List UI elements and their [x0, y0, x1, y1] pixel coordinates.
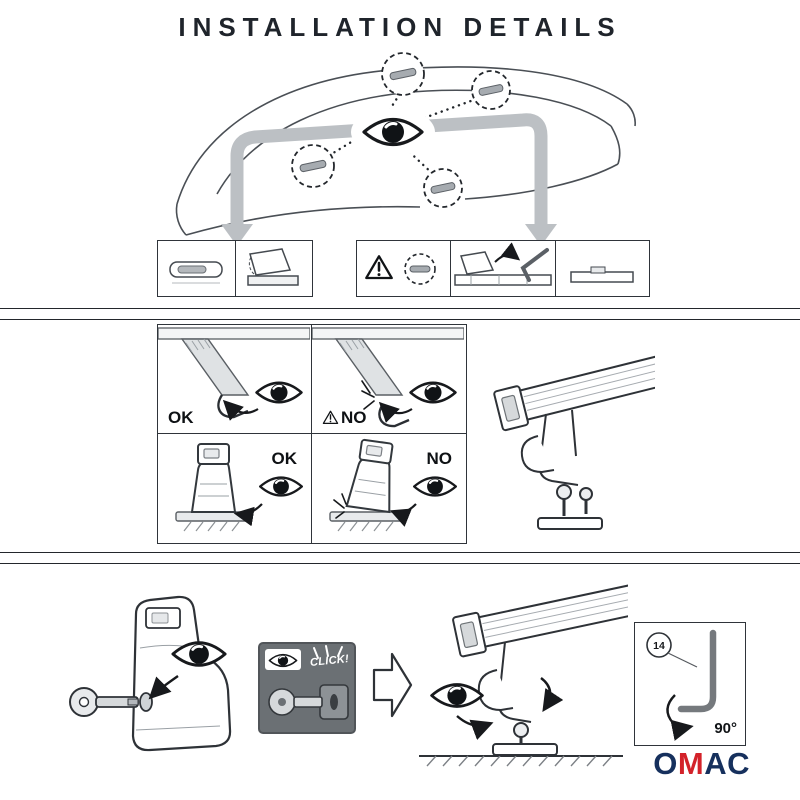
part-number: 14 [653, 640, 665, 652]
logo-letter: M [677, 746, 705, 781]
allen-key-icon [520, 247, 549, 282]
check-cell-rail-no: NO [312, 325, 466, 434]
lock-key-icon [268, 684, 349, 720]
check-cell-foot-no: NO [312, 434, 466, 543]
check-cell-rail-ok: OK [158, 325, 312, 434]
detail-panel-fixpoints-right [356, 240, 650, 297]
mount-point-marker [423, 168, 463, 208]
crossbar-foot-assembly [493, 354, 655, 530]
torque-detail-box: 14 90° [634, 622, 746, 746]
down-arrow-right-icon [525, 224, 557, 242]
foot-front [190, 443, 237, 513]
section-divider-1 [0, 308, 800, 320]
click-label: CLICK! [309, 652, 350, 670]
fixpoint-cover-open-detail [234, 241, 313, 296]
detail-panel-fixpoints-left [157, 240, 313, 297]
eye-icon [265, 649, 301, 670]
eye-icon [255, 381, 303, 404]
angle-label: 90° [714, 720, 737, 737]
next-step-arrow [372, 652, 413, 718]
down-arrow-left-icon [221, 224, 253, 242]
torque-art: 14 [646, 629, 717, 741]
label-text: OK [271, 449, 298, 468]
car-roof-diagram [175, 52, 636, 242]
eye-icon [409, 381, 457, 404]
warning-icon [364, 254, 393, 279]
mount-point-marker [381, 52, 425, 96]
foot-level-art [175, 443, 304, 532]
ok-label: OK [272, 450, 298, 467]
allen-key-step [450, 241, 555, 296]
mount-point-marker [471, 70, 511, 110]
fixpoint-closed-detail [555, 241, 649, 296]
no-label: NO [322, 409, 367, 426]
foot-tilted-art [329, 438, 458, 532]
eye-icon [430, 683, 484, 708]
eye-icon [258, 476, 304, 497]
fixpoint-slot-detail [158, 241, 235, 296]
page-title: INSTALLATION DETAILS [178, 12, 622, 42]
section-divider-2 [0, 552, 800, 564]
mounted-foot-illustration [419, 583, 628, 767]
logo-letter: AC [704, 746, 750, 781]
eye-icon [351, 108, 435, 156]
check-cell-foot-ok: OK [158, 434, 312, 543]
brand-logo: OMAC [653, 748, 750, 779]
rail-seated-art [158, 327, 310, 421]
key-icon [69, 687, 139, 717]
label-text: OK [168, 408, 194, 427]
foot-front [345, 438, 394, 514]
label-text: NO [341, 408, 367, 427]
eye-icon [412, 476, 458, 497]
no-label: NO [427, 450, 453, 467]
lock-step-illustration [69, 595, 232, 752]
warning-icon [322, 410, 339, 425]
label-text: NO [426, 449, 453, 468]
allen-key-icon [677, 629, 717, 713]
keyhole [139, 692, 153, 712]
logo-letter: O [653, 746, 678, 781]
inspection-grid: OK NO [157, 324, 467, 544]
rail-gap-art [312, 327, 464, 428]
warning-step [357, 241, 450, 296]
mount-point-marker [291, 144, 335, 188]
click-burst-icon [313, 645, 343, 659]
part-number-badge [646, 632, 672, 658]
ok-label: OK [168, 409, 194, 426]
click-detail-box: CLICK! [258, 642, 356, 734]
